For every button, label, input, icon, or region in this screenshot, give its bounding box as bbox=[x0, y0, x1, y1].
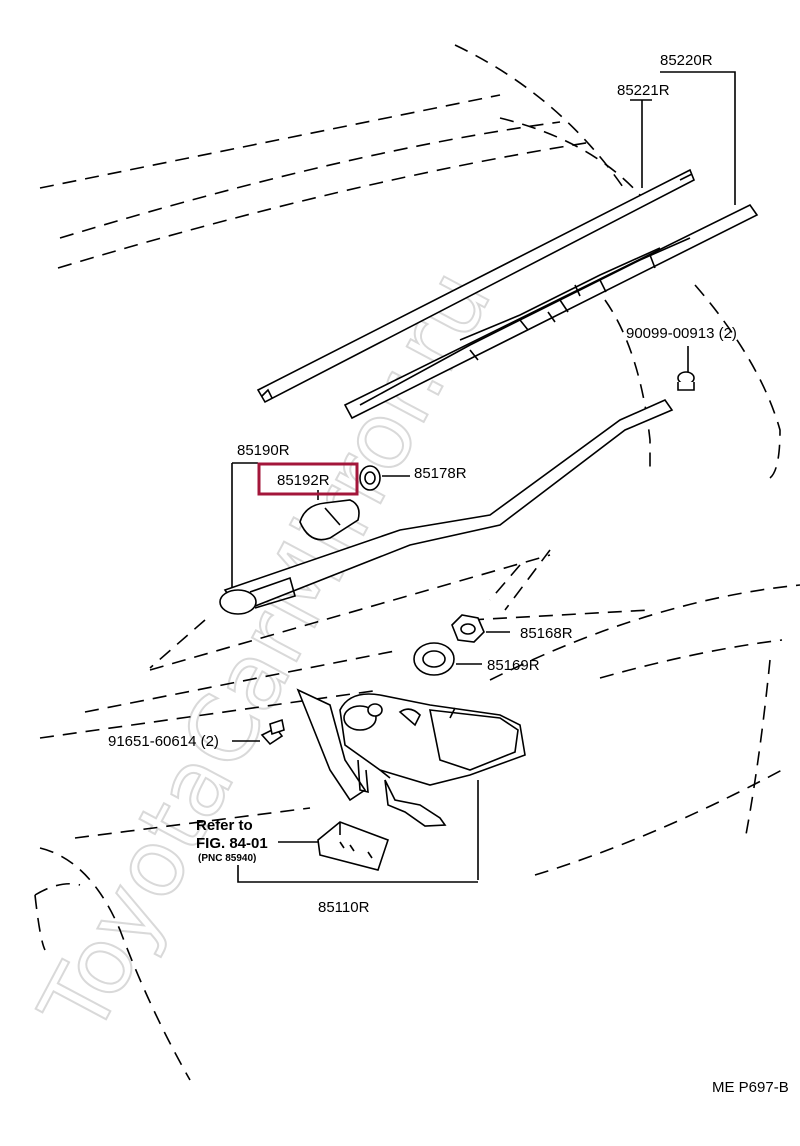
screw-90099-00913 bbox=[677, 346, 695, 391]
wiper-blade-85220R bbox=[256, 168, 696, 404]
label-85169R: 85169R bbox=[487, 657, 540, 674]
label-85110R: 85110R bbox=[318, 899, 370, 916]
label-90099-00913: 90099-00913 (2) bbox=[626, 325, 737, 342]
arm-nut-cap-85178R bbox=[359, 465, 410, 491]
label-85178R: 85178R bbox=[414, 465, 467, 482]
highlight-box bbox=[257, 462, 359, 496]
refer-line-1: Refer to bbox=[196, 817, 253, 834]
label-85221R: 85221R bbox=[617, 82, 670, 99]
body-outline bbox=[34, 44, 800, 1081]
page-code: ME P697-B bbox=[712, 1079, 789, 1096]
seal-85169R bbox=[413, 642, 482, 676]
wiper-arm-85190R bbox=[219, 399, 674, 615]
arm-cap-85192R bbox=[299, 490, 360, 541]
blade-leaders bbox=[630, 71, 736, 205]
motor-leader bbox=[237, 865, 478, 883]
wiper-blade-85221R bbox=[343, 203, 759, 420]
connector-85940 bbox=[278, 821, 390, 871]
refer-line-3: (PNC 85940) bbox=[198, 853, 256, 864]
refer-line-2: FIG. 84-01 bbox=[196, 835, 268, 852]
label-85190R: 85190R bbox=[237, 442, 290, 459]
wiper-motor-85110R bbox=[296, 688, 526, 880]
nut-85168R bbox=[451, 614, 510, 643]
label-85192R: 85192R bbox=[277, 472, 330, 489]
bolt-91651-60614 bbox=[232, 718, 285, 746]
label-85220R: 85220R bbox=[660, 52, 713, 69]
label-85168R: 85168R bbox=[520, 625, 573, 642]
label-91651-60614: 91651-60614 (2) bbox=[108, 733, 219, 750]
